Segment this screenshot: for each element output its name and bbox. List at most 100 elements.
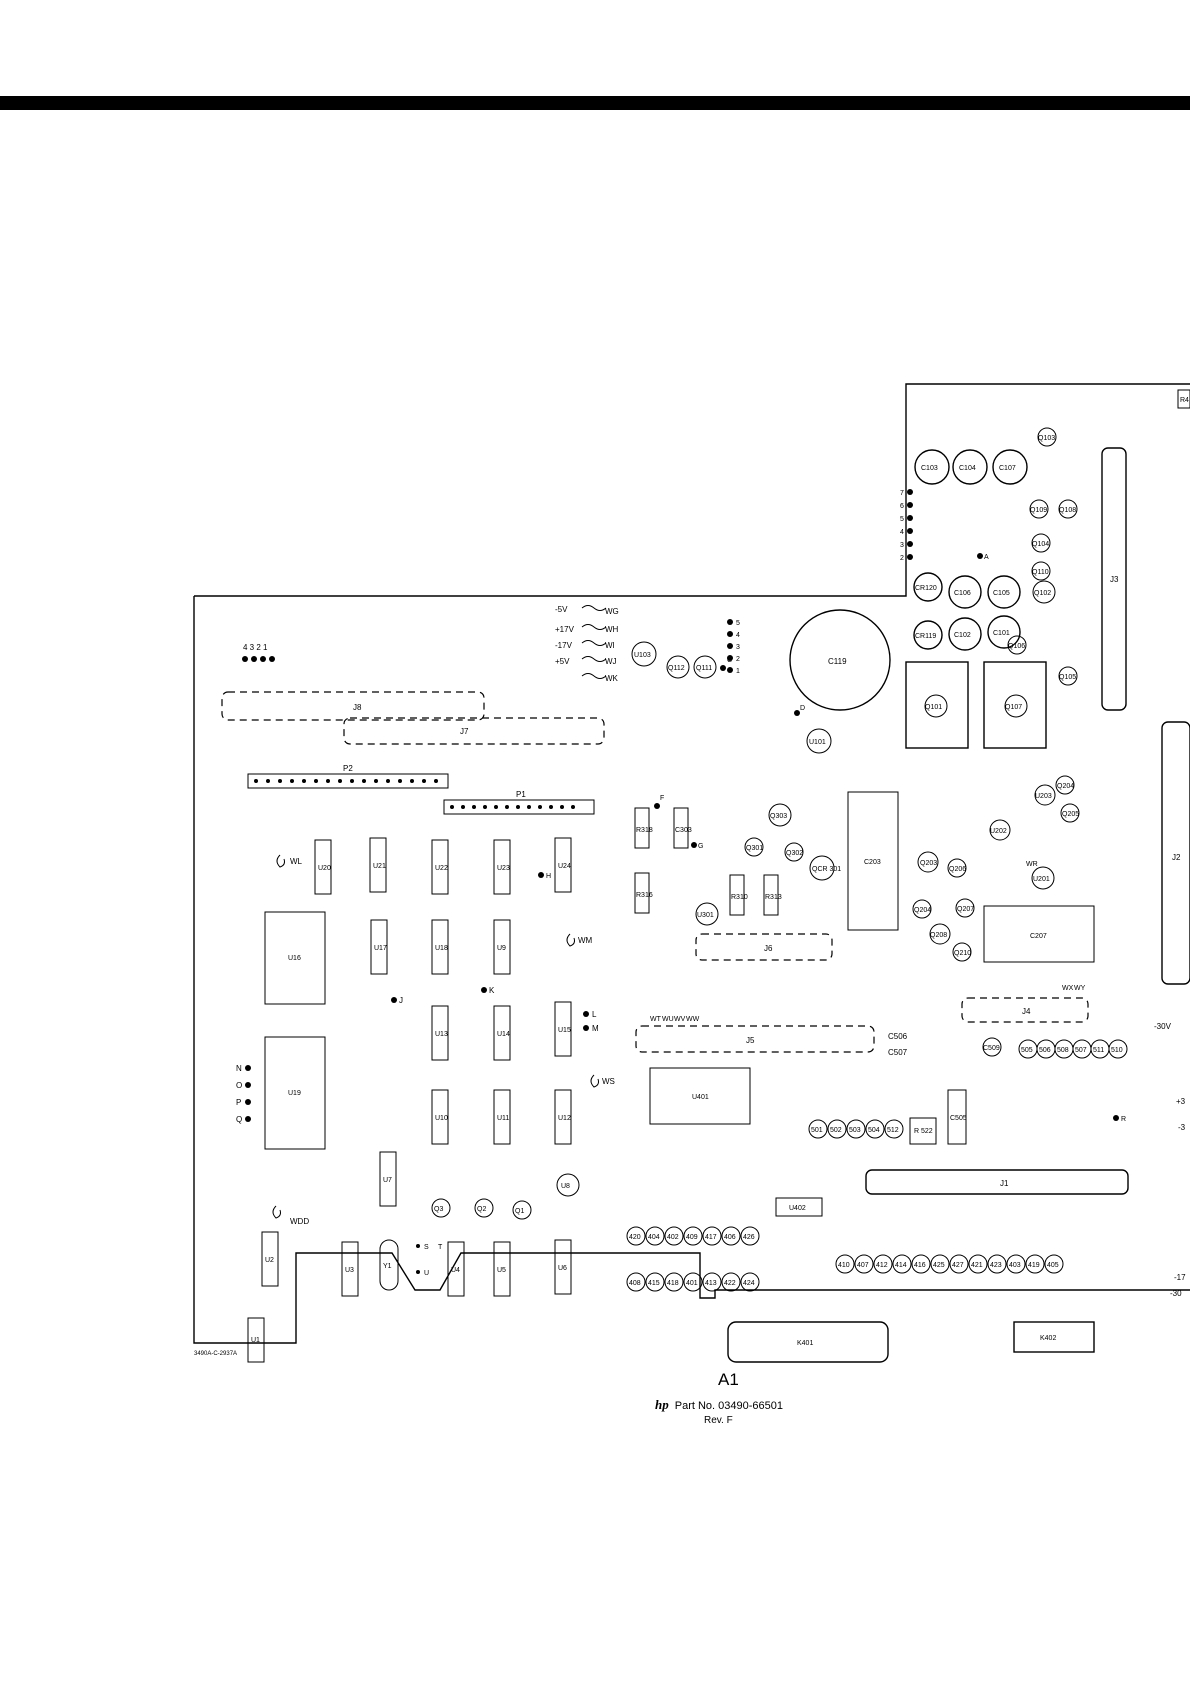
svg-text:412: 412 bbox=[876, 1262, 888, 1269]
relay-k402 bbox=[1013, 1321, 1095, 1353]
svg-text:U24: U24 bbox=[558, 863, 571, 870]
svg-text:C203: C203 bbox=[864, 859, 881, 866]
q400-row3: 410 407 412 414 416 425 427 421 423 403 … bbox=[835, 1254, 1064, 1274]
connector-j1-label: J1 bbox=[1000, 1179, 1009, 1188]
connector-j2-label: J2 bbox=[1172, 853, 1181, 862]
wire-loop-wh bbox=[581, 624, 607, 630]
pins-4321-label: 4 3 2 1 bbox=[243, 643, 268, 652]
capacitor-c119-label: C119 bbox=[828, 657, 847, 666]
svg-text:U103: U103 bbox=[634, 652, 651, 659]
svg-text:S: S bbox=[424, 1244, 429, 1251]
svg-text:-30: -30 bbox=[1170, 1289, 1182, 1298]
svg-text:U401: U401 bbox=[692, 1094, 709, 1101]
svg-text:U11: U11 bbox=[497, 1115, 509, 1122]
svg-text:C509: C509 bbox=[983, 1045, 1000, 1052]
wire-wh: WH bbox=[605, 625, 619, 634]
connector-j6-label: J6 bbox=[764, 944, 773, 953]
hp-logo: hp bbox=[655, 1397, 669, 1412]
q400-row1: 420 404 402 409 417 406 426 bbox=[626, 1226, 760, 1246]
svg-text:WV: WV bbox=[674, 1016, 686, 1023]
svg-text:CR120: CR120 bbox=[915, 585, 937, 592]
svg-text:U101: U101 bbox=[809, 739, 826, 746]
svg-text:502: 502 bbox=[830, 1127, 842, 1134]
svg-text:G: G bbox=[698, 843, 703, 850]
svg-text:405: 405 bbox=[1047, 1262, 1059, 1269]
svg-text:505: 505 bbox=[1021, 1047, 1033, 1054]
svg-text:L: L bbox=[592, 1010, 597, 1019]
ic-row-bottom: U2 U3 Y1 U4 U5 U6 U1 bbox=[247, 1231, 572, 1363]
wire-loop-wj bbox=[581, 656, 607, 662]
svg-text:Q: Q bbox=[236, 1115, 242, 1124]
svg-text:414: 414 bbox=[895, 1262, 907, 1269]
svg-text:Q111: Q111 bbox=[696, 665, 712, 672]
svg-text:R310: R310 bbox=[731, 894, 748, 901]
svg-text:WX: WX bbox=[1062, 985, 1074, 992]
svg-text:503: 503 bbox=[849, 1127, 861, 1134]
q400-row2: 408 415 418 401 413 422 424 bbox=[626, 1272, 760, 1292]
svg-text:C207: C207 bbox=[1030, 933, 1047, 940]
upper-small-devices: U103 Q112 Q111 U101 Q103 Q109 Q108 Q104 … bbox=[631, 427, 1078, 754]
svg-text:501: 501 bbox=[811, 1127, 823, 1134]
svg-text:J: J bbox=[399, 996, 403, 1005]
svg-text:6: 6 bbox=[900, 503, 904, 510]
svg-text:427: 427 bbox=[952, 1262, 964, 1269]
svg-text:CR119: CR119 bbox=[915, 633, 936, 640]
connector-p1-label: P1 bbox=[516, 790, 526, 799]
svg-text:508: 508 bbox=[1057, 1047, 1069, 1054]
connector-p2 bbox=[247, 773, 449, 789]
svg-text:3: 3 bbox=[900, 542, 904, 549]
mid-components: R318 C303 R316 R310 R313 Q303 Q301 Q302 … bbox=[634, 791, 899, 931]
svg-text:K402: K402 bbox=[1040, 1335, 1056, 1342]
svg-text:U402: U402 bbox=[789, 1205, 806, 1212]
upper-cap-cluster: C103 C104 C107 CR120 C106 C105 CR119 C10… bbox=[913, 449, 1028, 651]
wire-loop-wk bbox=[581, 673, 607, 679]
svg-text:R 522: R 522 bbox=[914, 1128, 933, 1135]
p1-pins bbox=[450, 805, 575, 809]
svg-text:Q3: Q3 bbox=[434, 1206, 443, 1213]
svg-text:511: 511 bbox=[1093, 1047, 1104, 1054]
board-id: A1 bbox=[718, 1370, 739, 1389]
svg-text:U22: U22 bbox=[435, 865, 448, 872]
svg-text:P: P bbox=[236, 1098, 241, 1107]
connector-j5-outline bbox=[635, 1025, 875, 1053]
svg-text:2: 2 bbox=[900, 555, 904, 562]
svg-text:U7: U7 bbox=[383, 1177, 392, 1184]
connector-j4-label: J4 bbox=[1022, 1007, 1031, 1016]
svg-text:Q101: Q101 bbox=[925, 704, 942, 711]
svg-text:504: 504 bbox=[868, 1127, 880, 1134]
ic-row-u10-u12: U10 U11 U12 bbox=[431, 1089, 572, 1145]
connector-j3 bbox=[1101, 447, 1127, 711]
connector-j7-label: J7 bbox=[460, 727, 469, 736]
svg-text:U2: U2 bbox=[265, 1257, 274, 1264]
svg-text:U20: U20 bbox=[318, 865, 331, 872]
svg-text:5: 5 bbox=[900, 516, 904, 523]
power-labels: -5V +17V -17V +5V WG WH WI WJ WK bbox=[555, 605, 619, 683]
power-label-plus17v: +17V bbox=[555, 625, 575, 634]
wire-wi: WI bbox=[605, 641, 615, 650]
svg-text:401: 401 bbox=[686, 1280, 698, 1287]
svg-text:QCR 301: QCR 301 bbox=[812, 866, 841, 873]
svg-text:M: M bbox=[592, 1024, 599, 1033]
svg-text:512: 512 bbox=[887, 1127, 899, 1134]
svg-text:U3: U3 bbox=[345, 1267, 354, 1274]
svg-text:-3: -3 bbox=[1178, 1123, 1186, 1132]
svg-text:A: A bbox=[984, 554, 989, 561]
svg-text:WS: WS bbox=[602, 1077, 615, 1086]
wire-loop-wg bbox=[581, 605, 607, 611]
svg-text:WDD: WDD bbox=[290, 1217, 309, 1226]
svg-text:C: C bbox=[727, 657, 732, 664]
svg-text:422: 422 bbox=[724, 1280, 736, 1287]
pin-number-column: 7 6 5 4 3 2 bbox=[900, 489, 913, 562]
connector-p1 bbox=[443, 799, 595, 815]
svg-text:K401: K401 bbox=[797, 1340, 813, 1347]
svg-text:Q204: Q204 bbox=[914, 907, 931, 914]
svg-text:C101: C101 bbox=[993, 630, 1010, 637]
power-label-minus5v: -5V bbox=[555, 605, 568, 614]
svg-text:U5: U5 bbox=[497, 1267, 506, 1274]
q500-row1: 501 502 503 504 512 R 522 C505 bbox=[808, 1089, 967, 1145]
svg-text:Q204: Q204 bbox=[1057, 783, 1074, 790]
svg-text:-30V: -30V bbox=[1154, 1022, 1172, 1031]
svg-text:R4: R4 bbox=[1180, 397, 1189, 404]
test-points-mid: F G D C A R bbox=[654, 553, 1126, 1123]
